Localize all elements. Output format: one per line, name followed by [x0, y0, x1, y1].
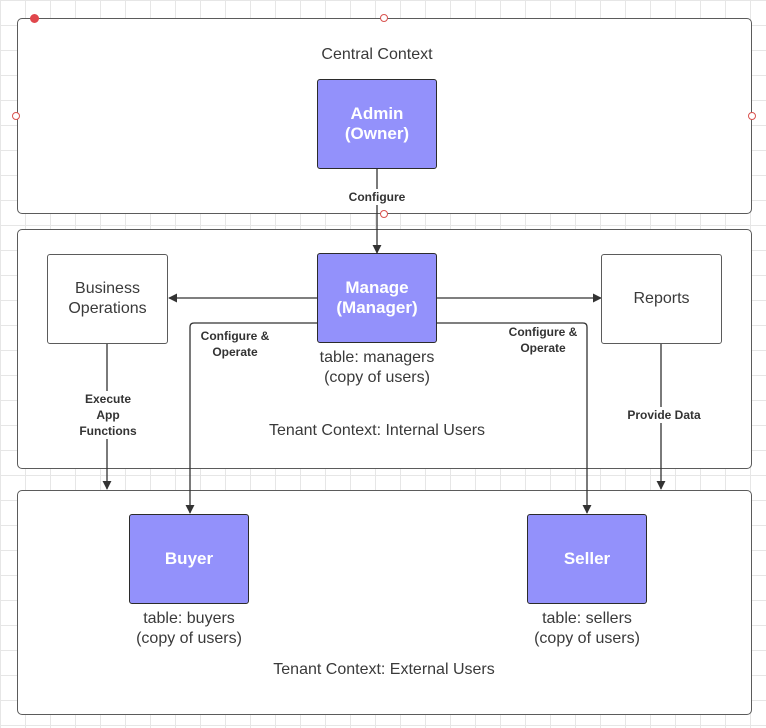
- buyer-node[interactable]: Buyer: [129, 514, 249, 604]
- configure-operate-left-label: Configure & Operate: [200, 329, 270, 359]
- buyer-label: Buyer: [164, 549, 214, 568]
- selection-handle-right[interactable]: [748, 112, 756, 120]
- selection-handle-top-center[interactable]: [380, 14, 388, 22]
- sellers-table-caption: table: sellers (copy of users): [534, 610, 640, 647]
- managers-table-caption: table: managers (copy of users): [319, 349, 435, 386]
- seller-node[interactable]: Seller: [527, 514, 647, 604]
- execute-app-functions-label: Execute App Functions: [70, 391, 146, 439]
- configure-operate-right-label: Configure & Operate: [508, 325, 578, 355]
- internal-context-label: Tenant Context: Internal Users: [268, 422, 486, 439]
- edge-manage-to-buyer: [185, 322, 317, 514]
- selection-handle-bottom-center[interactable]: [380, 210, 388, 218]
- seller-label: Seller: [563, 549, 611, 568]
- manage-manager-label: Manage (Manager): [336, 278, 418, 317]
- reports-label: Reports: [633, 290, 690, 307]
- configure-edge-label: Configure: [341, 189, 413, 205]
- external-context-label: Tenant Context: External Users: [273, 661, 495, 678]
- admin-owner-node[interactable]: Admin (Owner): [317, 79, 437, 169]
- manage-manager-node[interactable]: Manage (Manager): [317, 253, 437, 343]
- central-context-label: Central Context: [321, 46, 433, 63]
- selection-handle-left[interactable]: [12, 112, 20, 120]
- provide-data-label: Provide Data: [618, 407, 710, 423]
- business-operations-node[interactable]: Business Operations: [47, 254, 168, 344]
- reports-node[interactable]: Reports: [601, 254, 722, 344]
- edge-manage-to-seller: [437, 322, 592, 514]
- buyers-table-caption: table: buyers (copy of users): [136, 610, 242, 647]
- admin-owner-label: Admin (Owner): [344, 104, 410, 143]
- business-operations-label: Business Operations: [68, 280, 147, 317]
- selection-handle-top-left[interactable]: [30, 14, 39, 23]
